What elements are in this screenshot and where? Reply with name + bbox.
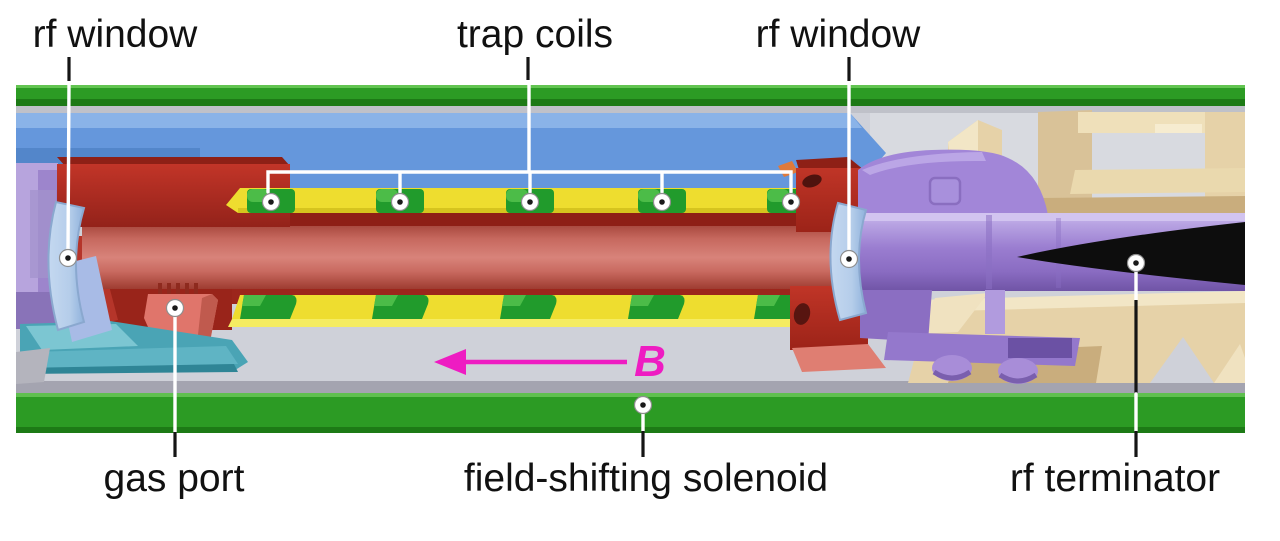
gas-port-tooth (194, 283, 198, 294)
callout-markers (58, 192, 1146, 415)
coil-yellow-strip-bottom-lip (228, 319, 796, 327)
trap-coils-top (226, 188, 815, 213)
callout-lines (66, 57, 1138, 457)
tan-inner-bar (1070, 168, 1245, 194)
red-box-lower-hole (793, 303, 811, 325)
marker-dot (527, 199, 533, 205)
rf-window-left-leader (66, 82, 71, 251)
marker-gas-port (165, 298, 185, 318)
solenoid-top-shadow (16, 99, 1245, 106)
marker-field-shifting-solenoid (633, 395, 653, 415)
teal-mid-face (32, 346, 238, 368)
solenoid-top-highlight (16, 85, 1245, 88)
beam-tube-top-sliver (852, 213, 1245, 221)
gas-port-tooth (158, 283, 162, 294)
teal-dark-edge (20, 364, 238, 374)
tan-under-shadow (1040, 196, 1245, 214)
gas-port-tooth (167, 283, 171, 294)
marker-rf-terminator (1126, 253, 1146, 273)
trap-coil-bottom-4 (628, 295, 685, 319)
marker-trap-coil-2 (390, 192, 410, 212)
tube-support-block (860, 290, 932, 342)
b-field-arrowhead-icon (434, 349, 466, 375)
trap-coil-bottom-3 (500, 295, 557, 319)
chamber-top-rail (16, 105, 1245, 113)
red-box-right-lower (790, 286, 886, 372)
maroon-strip-top (226, 210, 866, 230)
tan-lower-right-face (1214, 344, 1245, 383)
electrode-frame (55, 157, 867, 330)
solenoid-bottom-bar (16, 393, 1245, 433)
blue-wall-highlight (16, 113, 862, 128)
trap-coil-bottom-1 (240, 295, 297, 319)
solenoid-bottom-main (16, 397, 1245, 427)
purple-housing-port (928, 176, 962, 206)
tube-support-strut (985, 290, 1005, 334)
marker-dot (397, 199, 403, 205)
label-gas-port: gas port (104, 457, 245, 500)
rf-terminator-cone (1017, 222, 1245, 285)
marker-rf-window-right (839, 249, 859, 269)
tan-c-inner-tab (1155, 124, 1202, 133)
chamber-floor-edge (16, 381, 1245, 393)
tube-support-foot-shadow (932, 369, 972, 381)
solenoid-top-main (16, 85, 1245, 101)
tan-lower-plate (916, 293, 988, 334)
gas-port-tooth (176, 283, 180, 294)
trap-coils-bracket (266, 170, 793, 194)
marker-trap-coil-3 (520, 192, 540, 212)
b-field-symbol: B (634, 337, 666, 386)
marker-dot (640, 402, 646, 408)
beam-tube-seam (986, 215, 992, 289)
marker-dot (65, 255, 71, 261)
marker-trap-coil-4 (652, 192, 672, 212)
marker-dot (172, 305, 178, 311)
tan-c-top-bar (1078, 112, 1245, 133)
marker-dot (846, 256, 852, 262)
marker-rf-window-left (58, 248, 78, 268)
marker-dot (268, 199, 274, 205)
b-field-annotation: B (434, 337, 666, 386)
marker-trap-coil-5 (781, 192, 801, 212)
gray-wedge (16, 348, 50, 384)
marker-trap-coil-1 (261, 192, 281, 212)
label-rf-window-right: rf window (756, 13, 922, 56)
label-field-shifting-solenoid: field-shifting solenoid (464, 457, 828, 500)
tan-notch (1150, 337, 1214, 383)
gas-port-tooth (185, 283, 189, 294)
marker-dot (1133, 260, 1139, 266)
label-rf-window-left: rf window (33, 13, 199, 56)
trap-coils-bottom (228, 295, 811, 327)
marker-dot (659, 199, 665, 205)
solenoid-bottom-shadow (16, 427, 1245, 433)
diagram-labels: rf window trap coils rf window gas port … (33, 13, 1220, 500)
tube-support-inset (1008, 338, 1072, 358)
solenoid-top-bar (16, 85, 1245, 106)
marker-dot (788, 199, 794, 205)
plasma-tube (82, 226, 848, 289)
tube-support-foot-shadow (998, 372, 1038, 384)
purple-housing-highlight (862, 152, 986, 175)
solenoid-bottom-highlight (16, 393, 1245, 398)
red-box-bolt-hole (802, 174, 822, 188)
red-box-left-top (57, 157, 290, 166)
label-rf-terminator: rf terminator (1010, 457, 1220, 500)
label-trap-coils: trap coils (457, 13, 613, 56)
red-box-lower-foot (792, 344, 886, 372)
trap-coil-bottom-2 (372, 295, 429, 319)
